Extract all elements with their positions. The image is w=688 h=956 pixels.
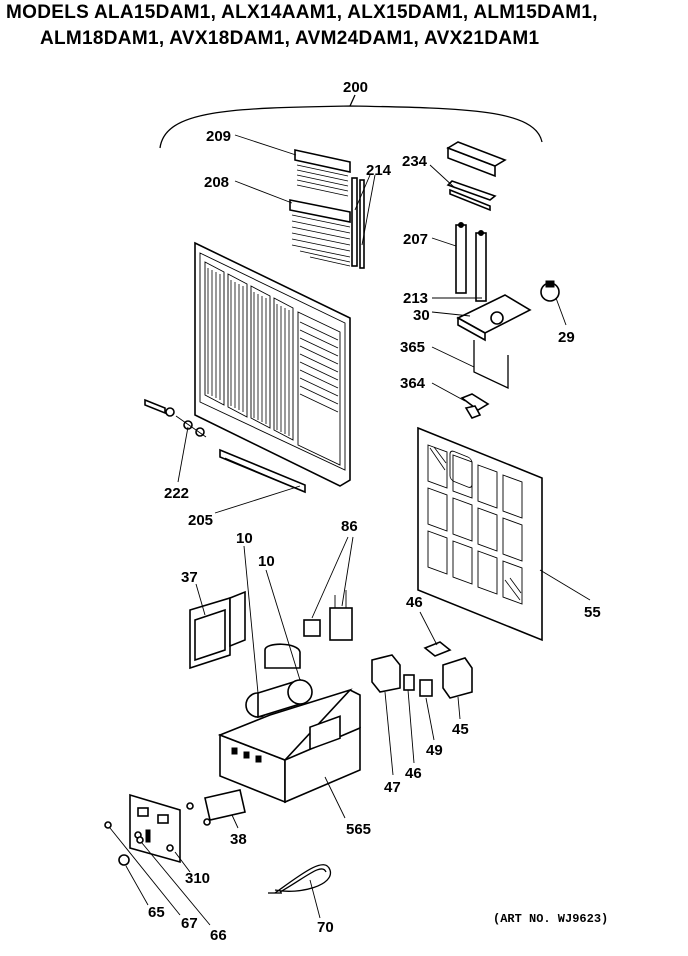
pivot-rods-214 [351,177,365,269]
callout-29: 29 [558,329,575,346]
callout-65: 65 [148,904,165,921]
relays-86 [303,590,353,641]
louver-assembly-208 [289,199,351,267]
washer-67 [104,821,112,829]
callout-47: 47 [384,779,401,796]
switch-46-lower [403,674,415,691]
callout-30: 30 [413,307,430,324]
switch-45 [442,657,473,699]
callout-222: 222 [164,485,189,502]
screw-66 [136,836,144,844]
callout-364: 364 [400,375,426,392]
rod-365 [473,340,509,390]
nut-65 [118,854,130,866]
air-filter-55 [417,426,543,642]
callout-46-lower: 46 [405,765,422,782]
capacitors-10 [245,643,313,719]
callout-310: 310 [185,870,210,887]
callout-213: 213 [403,290,428,307]
clip-364 [460,393,490,419]
callout-10-left: 10 [236,530,253,547]
models-title-line-2: ALM18DAM1, AVX18DAM1, AVM24DAM1, AVX21DA… [40,28,540,49]
callout-205: 205 [188,512,213,529]
callout-49: 49 [426,742,443,759]
callout-365: 365 [400,339,425,356]
callout-37: 37 [181,569,198,586]
callout-565: 565 [346,821,371,838]
callout-45: 45 [452,721,469,738]
art-number: (ART NO. WJ9623) [493,912,608,926]
heater-elements-207 [455,222,487,302]
callout-66: 66 [210,927,227,944]
control-box-565 [217,688,361,804]
terminal-strip-38 [186,789,246,826]
callout-67: 67 [181,915,198,932]
callout-10-right: 10 [258,553,275,570]
callout-38: 38 [230,831,247,848]
bottom-bracket-205 [219,448,306,494]
terminal-block-234 [446,141,507,212]
assembly-bracket-200 [159,94,543,149]
switch-47 [371,654,401,693]
louver-assembly-209 [294,149,351,197]
callout-55: 55 [584,604,601,621]
power-cord-70 [268,864,331,894]
thermostat-29 [540,280,560,302]
callout-209: 209 [206,128,231,145]
callout-207: 207 [403,231,428,248]
front-grille [194,241,351,487]
callout-234: 234 [402,153,428,170]
callout-70: 70 [317,919,334,936]
control-bracket-30 [456,294,532,342]
callout-86: 86 [341,518,358,535]
knob-49 [419,679,433,697]
callout-200: 200 [343,79,368,96]
callout-46-upper: 46 [406,594,423,611]
leader-lines [109,134,591,926]
callout-214: 214 [366,162,392,179]
callout-208: 208 [204,174,229,191]
capacitor-box-37 [189,590,246,670]
models-title-line-1: MODELS ALA15DAM1, ALX14AAM1, ALX15DAM1, … [6,2,598,23]
callout-labels: 200 209 208 214 234 207 213 30 29 365 36… [148,79,608,944]
switch-46-upper [423,641,452,657]
control-panel-310 [129,793,181,864]
